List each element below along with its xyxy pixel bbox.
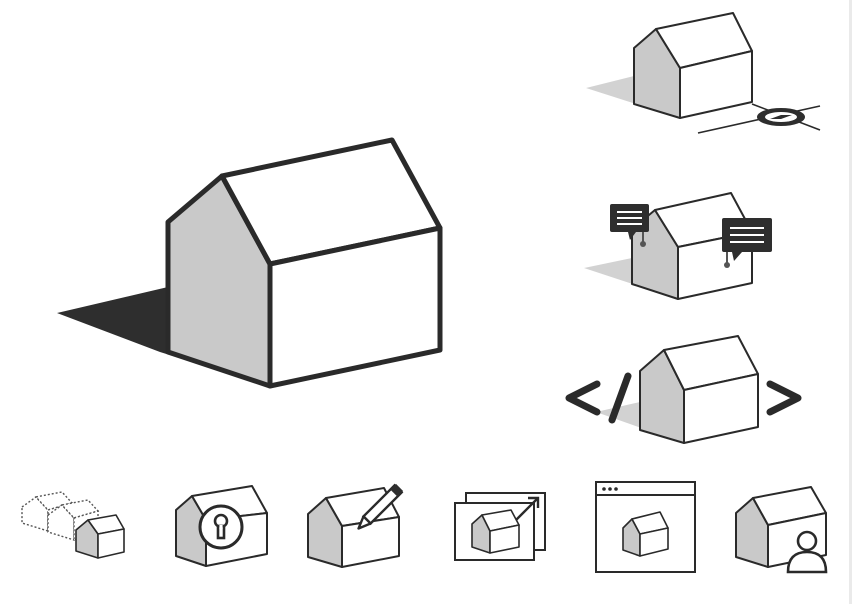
- share-house-illustration: [454, 492, 546, 561]
- embed-house-front-wall: [683, 373, 759, 444]
- external-link-icon: [515, 496, 540, 521]
- code-brackets-icon: [565, 372, 802, 424]
- user-house-illustration: [735, 486, 828, 574]
- edit-house-front-wall: [341, 516, 400, 568]
- compass-house-illustration: [586, 12, 821, 134]
- hero-house-shadow: [57, 287, 270, 386]
- right-edge-border: [849, 0, 852, 604]
- browser-house-illustration: [595, 481, 696, 573]
- keyhole-icon: [198, 504, 244, 550]
- private-house-illustration: [175, 485, 268, 567]
- browser-house-front-wall: [639, 527, 669, 557]
- hero-house-illustration: [57, 137, 443, 389]
- pencil-icon: [357, 483, 404, 530]
- versions-house-front-wall: [97, 528, 125, 559]
- embed-code-house-illustration: [565, 335, 802, 444]
- versions-house-illustration: [21, 491, 125, 559]
- share-house-front-wall: [489, 524, 520, 554]
- edit-house-illustration: [307, 483, 404, 568]
- compass-icon: [757, 108, 805, 126]
- user-icon: [786, 530, 828, 574]
- hero-house-front-wall: [267, 225, 443, 389]
- comment-icon-2: [722, 218, 772, 268]
- comment-icon: [610, 204, 649, 247]
- comments-house-illustration: [584, 192, 772, 300]
- compass-house-front-wall: [679, 50, 753, 119]
